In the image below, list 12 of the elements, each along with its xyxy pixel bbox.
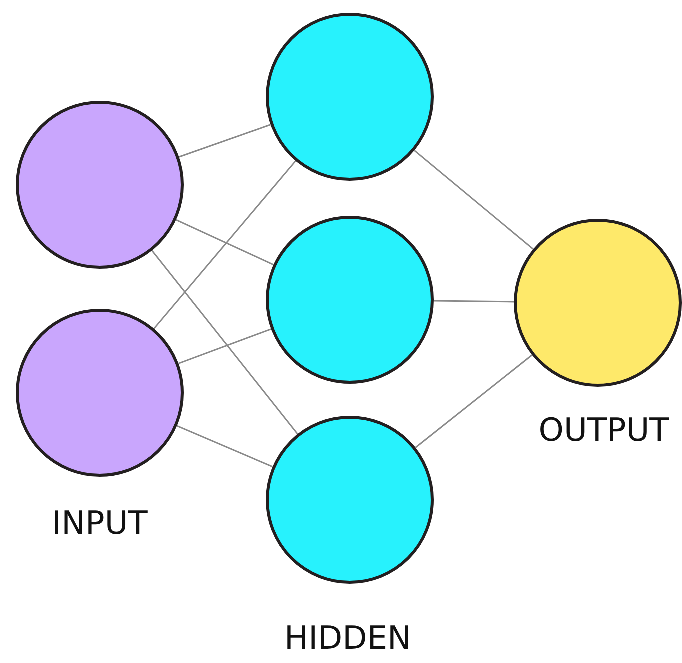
connector-line [176,219,274,266]
connector-line [415,354,533,448]
connector-line [178,124,272,158]
layer-label: HIDDEN [284,619,412,657]
connector-line [154,160,296,330]
connector-line [176,425,274,468]
layer-label: OUTPUT [538,411,670,449]
connector-line [414,150,534,250]
connector-line [152,250,298,435]
layer-label: INPUT [52,504,148,542]
connector-line [434,300,514,303]
connector-line [178,328,272,364]
